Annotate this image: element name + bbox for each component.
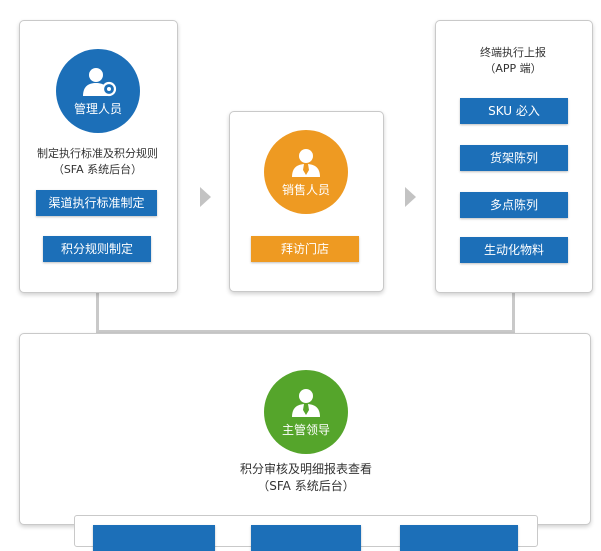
report-button-3[interactable] <box>400 525 518 551</box>
admin-description-line2: （SFA 系统后台） <box>52 163 143 176</box>
flow-arrow-2 <box>405 187 416 207</box>
flow-arrow-1 <box>200 187 211 207</box>
admin-description-line1: 制定执行标准及积分规则 <box>37 147 158 160</box>
report-button-2[interactable] <box>251 525 361 551</box>
admin-role-label: 管理人员 <box>73 101 122 116</box>
admin-person-gear-icon <box>83 67 117 96</box>
sales-person-tie-icon <box>292 148 320 177</box>
points-rule-button[interactable]: 积分规则制定 <box>43 236 151 262</box>
visit-store-button[interactable]: 拜访门店 <box>251 236 359 262</box>
supervisor-description: 积分审核及明细报表查看 （SFA 系统后台） <box>200 461 412 495</box>
report-button-1[interactable] <box>93 525 215 551</box>
terminal-title-line2: （APP 端） <box>484 62 542 75</box>
admin-circle: 管理人员 <box>56 49 140 133</box>
sales-circle: 销售人员 <box>264 130 348 214</box>
terminal-title-line1: 终端执行上报 <box>480 46 546 59</box>
supervisor-role-label: 主管领导 <box>281 422 330 437</box>
sales-role-label: 销售人员 <box>281 182 330 197</box>
shelf-display-button[interactable]: 货架陈列 <box>460 145 568 171</box>
connector-left <box>96 291 99 333</box>
supervisor-description-line2: （SFA 系统后台） <box>257 479 355 493</box>
supervisor-circle: 主管领导 <box>264 370 348 454</box>
channel-standard-button[interactable]: 渠道执行标准制定 <box>36 190 157 216</box>
connector-join <box>96 330 515 333</box>
admin-description: 制定执行标准及积分规则 （SFA 系统后台） <box>19 146 176 178</box>
vivid-material-button[interactable]: 生动化物料 <box>460 237 568 263</box>
supervisor-person-icon <box>292 388 320 417</box>
supervisor-description-line1: 积分审核及明细报表查看 <box>239 462 372 476</box>
multi-point-display-button[interactable]: 多点陈列 <box>460 192 568 218</box>
connector-right <box>512 291 515 333</box>
sku-required-button[interactable]: SKU 必入 <box>460 98 568 124</box>
terminal-title: 终端执行上报 （APP 端） <box>435 45 591 77</box>
